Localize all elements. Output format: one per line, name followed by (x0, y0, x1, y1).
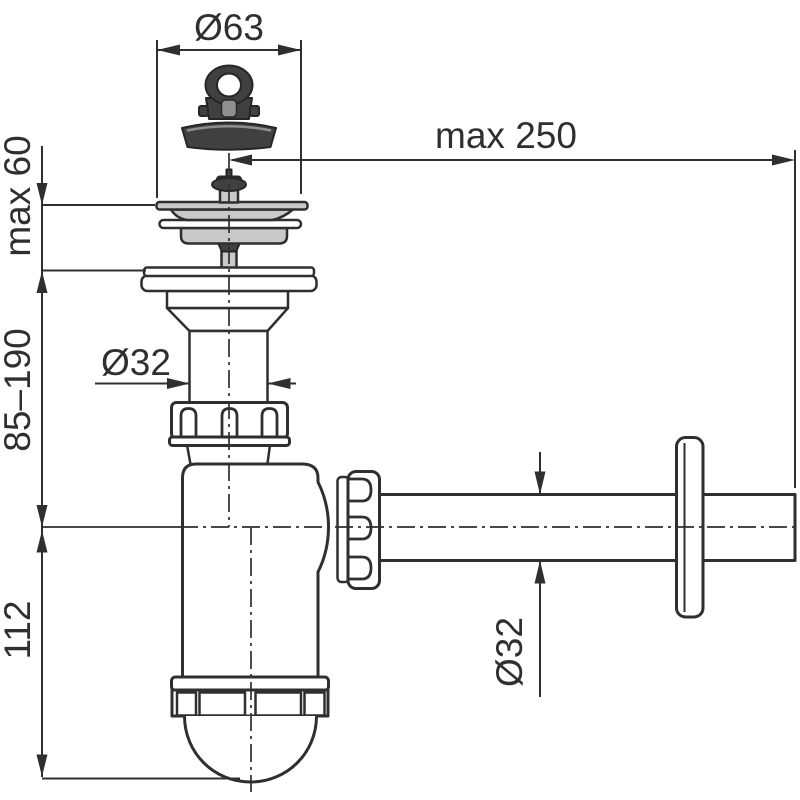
dim-label-trap-depth: 112 (0, 601, 38, 660)
dim-label-strainer-height: max 60 (0, 135, 38, 256)
arrowhead-down (534, 471, 546, 495)
ring-pin (220, 99, 238, 118)
arrowhead-up (36, 530, 48, 553)
arrowhead-right (772, 154, 795, 166)
dim-left-stack: max 60 85–190 112 (0, 135, 240, 780)
arrowhead-left (157, 44, 180, 56)
strainer-funnel (169, 208, 295, 222)
outlet-slip-nut (346, 470, 381, 590)
plug-ring (204, 64, 254, 106)
nut-slot (349, 555, 373, 581)
arrowhead-left (267, 378, 291, 389)
nut-slot (349, 477, 373, 503)
drain-taper (165, 306, 290, 333)
strainer-assembly (155, 168, 309, 245)
arrowhead-down (36, 183, 48, 205)
nut-slot (179, 407, 198, 438)
strainer-cup (179, 226, 289, 245)
nut-slot (303, 691, 326, 717)
centerlines (42, 153, 798, 792)
drain-step (165, 289, 290, 310)
dim-label-pipe-diameter: Ø32 (489, 617, 530, 687)
sink-plug (181, 64, 277, 151)
drain-flange (140, 266, 318, 333)
arrowhead-left (229, 154, 252, 166)
dim-tailpipe-diameter: Ø32 (95, 342, 296, 389)
plug-stopper (181, 121, 277, 151)
nut-slot (349, 515, 373, 541)
bottom-slip-nut (170, 675, 330, 718)
nut-slot (175, 691, 198, 717)
dim-label-tailpipe-diameter: Ø32 (101, 342, 171, 383)
dim-label-height-range: 85–190 (0, 328, 38, 451)
stopper-rim-highlight (186, 125, 272, 132)
dim-label-plug-diameter: Ø63 (194, 7, 264, 48)
arrowhead-up (36, 271, 48, 293)
ring-lug (198, 105, 209, 117)
nut-slot (198, 691, 247, 717)
arrowhead-right (167, 378, 190, 389)
dim-outlet-length: max 250 (229, 115, 796, 488)
nut-slot (260, 407, 279, 438)
arrowhead-right (278, 44, 301, 56)
dim-label-outlet-length: max 250 (435, 115, 577, 156)
nut-slot (254, 691, 303, 717)
arrowhead-down (36, 505, 48, 527)
arrowhead-down (36, 754, 48, 777)
dim-pipe-diameter: Ø32 (489, 452, 546, 697)
dim-plug-diameter: Ø63 (156, 7, 302, 198)
trap-body (181, 462, 330, 678)
ring-lug (249, 105, 260, 117)
